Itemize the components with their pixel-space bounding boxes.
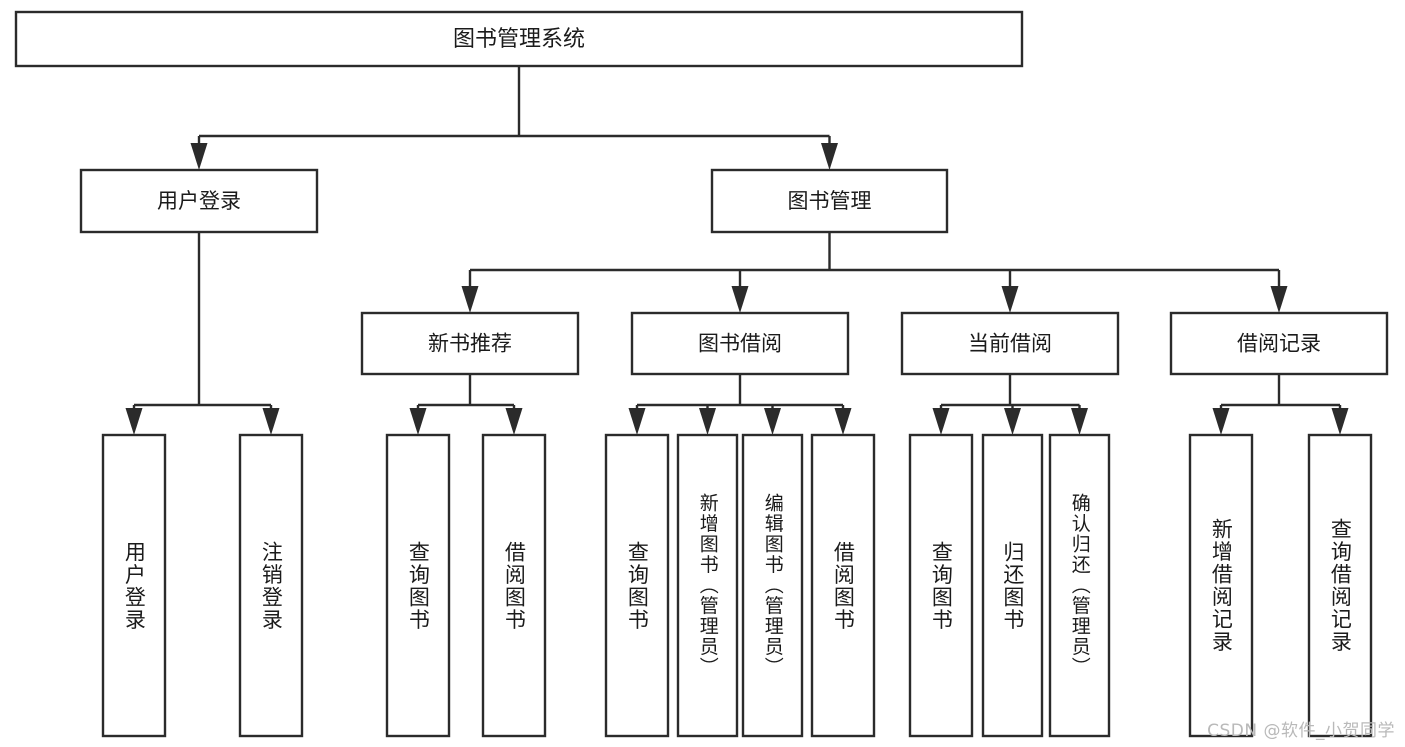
arrow-down-icon-leaf-add-book <box>699 408 716 435</box>
arrow-down-icon-leaf-edit-book <box>764 408 781 435</box>
node-box-book-borrow[interactable] <box>630 311 850 376</box>
node-box-new-book-rec[interactable] <box>360 311 580 376</box>
node-label-user-login: 用户登录 <box>157 189 241 213</box>
arrow-down-icon-level3-0 <box>461 286 479 313</box>
leaf-box-leaf-borrow-book-2[interactable] <box>810 433 876 738</box>
arrow-down-icon-leaf-return-book <box>1004 408 1021 435</box>
node-label-root: 图书管理系统 <box>453 27 585 52</box>
leaf-box-leaf-query-book-1[interactable] <box>385 433 451 738</box>
arrow-down-icon-level2-1 <box>821 143 838 170</box>
arrow-down-icon-leaf-borrow-book-2 <box>834 408 852 435</box>
arrow-down-icon-level3-3 <box>1270 286 1288 313</box>
node-label-current-borrow: 当前借阅 <box>968 332 1052 356</box>
arrow-down-icon-leaf-confirm-return <box>1071 408 1088 435</box>
leaf-box-leaf-query-record[interactable] <box>1307 433 1373 738</box>
node-label-book-manage: 图书管理 <box>788 189 872 213</box>
arrow-down-icon-leaf-query-book-2 <box>628 408 646 435</box>
leaf-box-leaf-add-record[interactable] <box>1188 433 1254 738</box>
arrow-down-icon-leaf-query-book-3 <box>932 408 950 435</box>
node-box-current-borrow[interactable] <box>900 311 1120 376</box>
arrow-down-icon-level3-2 <box>1001 286 1019 313</box>
arrow-down-icon-leaf-logout <box>262 408 280 435</box>
leaf-box-leaf-logout[interactable] <box>238 433 304 738</box>
leaf-box-leaf-confirm-return[interactable] <box>1048 433 1111 738</box>
boxes-layer <box>14 10 1389 738</box>
csdn-watermark: CSDN @软件_小贺同学 <box>1207 721 1395 741</box>
arrow-down-icon-level2-0 <box>190 143 208 170</box>
node-label-new-book-rec: 新书推荐 <box>428 332 512 356</box>
node-label-book-borrow: 图书借阅 <box>698 332 782 356</box>
arrow-down-icon-leaf-add-record <box>1212 408 1230 435</box>
node-box-borrow-record[interactable] <box>1169 311 1389 376</box>
arrow-down-icon-leaf-query-record <box>1331 408 1349 435</box>
connectors-layer <box>125 66 1349 435</box>
leaf-box-leaf-return-book[interactable] <box>981 433 1044 738</box>
node-box-user-login[interactable] <box>79 168 319 234</box>
node-box-root[interactable] <box>14 10 1024 68</box>
arrow-down-icon-leaf-borrow-book-1 <box>505 408 523 435</box>
leaf-box-leaf-borrow-book-1[interactable] <box>481 433 547 738</box>
leaf-box-leaf-query-book-3[interactable] <box>908 433 974 738</box>
leaf-box-leaf-query-book-2[interactable] <box>604 433 670 738</box>
arrow-down-icon-level3-1 <box>731 286 749 313</box>
leaf-box-leaf-add-book[interactable] <box>676 433 739 738</box>
node-box-book-manage[interactable] <box>710 168 949 234</box>
arrow-down-icon-leaf-user-login <box>125 408 143 435</box>
node-label-borrow-record: 借阅记录 <box>1237 332 1321 356</box>
arrow-down-icon-leaf-query-book-1 <box>409 408 427 435</box>
leaf-box-leaf-edit-book[interactable] <box>741 433 804 738</box>
leaf-box-leaf-user-login[interactable] <box>101 433 167 738</box>
